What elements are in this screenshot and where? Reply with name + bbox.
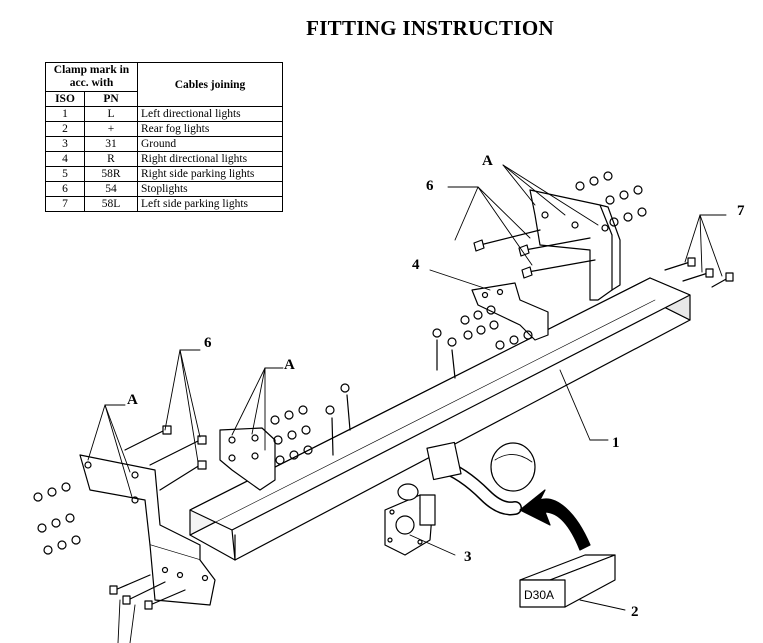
right-bracket [529,189,621,301]
label-part-2: 2 [631,604,639,620]
label-part-6-left: 6 [204,335,212,351]
left-bracket [79,454,216,606]
packaging-box: D30A [519,554,616,608]
header-cables-joining: Cables joining [137,62,283,107]
cell-desc: Stoplights [137,181,283,197]
label-A-mid: A [284,357,295,373]
leader-lines [87,164,727,643]
tow-ball [426,441,536,516]
bolts-7 [664,257,734,288]
cell-desc: Left side parking lights [137,196,283,212]
page-title: FITTING INSTRUCTION [306,16,554,40]
header-clamp-mark: Clamp mark in acc. with [45,62,138,92]
label-A-top: A [482,153,493,169]
cell-pn: 58R [84,166,138,182]
left-clamp-plate [219,427,276,491]
bolts-top-right [473,171,647,279]
bolts-left [33,425,207,610]
label-part-7: 7 [737,203,745,219]
box-code: D30A [524,588,554,602]
label-part-6-top: 6 [426,178,434,194]
cable-joining-table: Clamp mark in acc. with Cables joining I… [45,62,283,212]
bolts-mid [270,383,351,465]
socket-plate [384,483,436,556]
bolts-socket-bracket [432,305,533,379]
socket-bracket [471,282,549,341]
cell-desc: Right side parking lights [137,166,283,182]
label-part-4: 4 [412,257,420,273]
cell-pn: 58L [84,196,138,212]
crossbar [189,277,691,561]
cell-desc: Right directional lights [137,151,283,167]
label-part-1: 1 [612,435,620,451]
label-A-left: A [127,392,138,408]
header-pn: PN [84,91,138,107]
label-part-3: 3 [464,549,472,565]
curved-arrow [519,489,591,551]
